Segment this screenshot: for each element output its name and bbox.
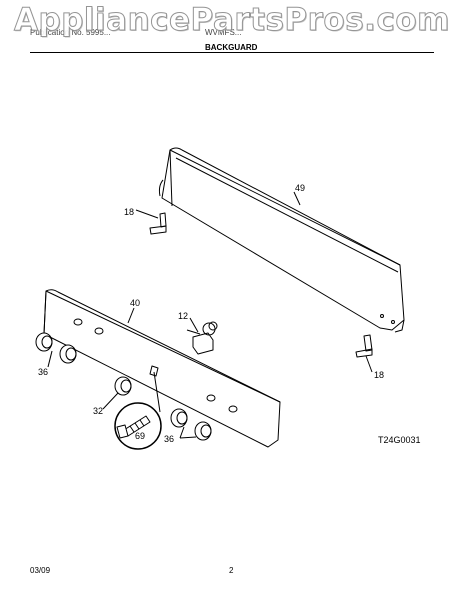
bracket-lower <box>355 334 373 358</box>
publication-number: Publication No. 5995... <box>30 28 111 37</box>
clip <box>149 365 159 377</box>
watermark-logo: AppliancePartsPros.com <box>14 2 450 39</box>
leader-lines <box>47 191 373 439</box>
model-number: WVMFS... <box>205 28 242 37</box>
header-rule <box>30 52 434 53</box>
knob-right-1 <box>170 408 188 428</box>
section-title: BACKGUARD <box>205 43 258 52</box>
screw-detail <box>114 371 162 450</box>
callout-40: 40 <box>130 298 141 308</box>
callout-18-upper: 18 <box>124 207 135 217</box>
callout-69: 69 <box>135 431 146 441</box>
knob-left-2 <box>59 344 77 364</box>
control-panel <box>43 289 281 448</box>
knob-left-1 <box>35 332 53 352</box>
callout-49: 49 <box>295 183 306 193</box>
footer-page-number: 2 <box>229 566 234 575</box>
callout-18-lower: 18 <box>374 370 385 380</box>
footer-date: 03/09 <box>30 566 51 575</box>
bracket-upper <box>149 212 167 235</box>
backguard-panel <box>158 147 405 333</box>
callout-36-right: 36 <box>164 434 175 444</box>
callout-12: 12 <box>178 311 189 321</box>
knob-right-2 <box>194 421 212 441</box>
diagram-code: T24G0031 <box>378 435 421 445</box>
knob-center <box>114 376 132 396</box>
thermostat <box>186 321 218 355</box>
callout-32: 32 <box>93 406 104 416</box>
callout-36-left: 36 <box>38 367 49 377</box>
